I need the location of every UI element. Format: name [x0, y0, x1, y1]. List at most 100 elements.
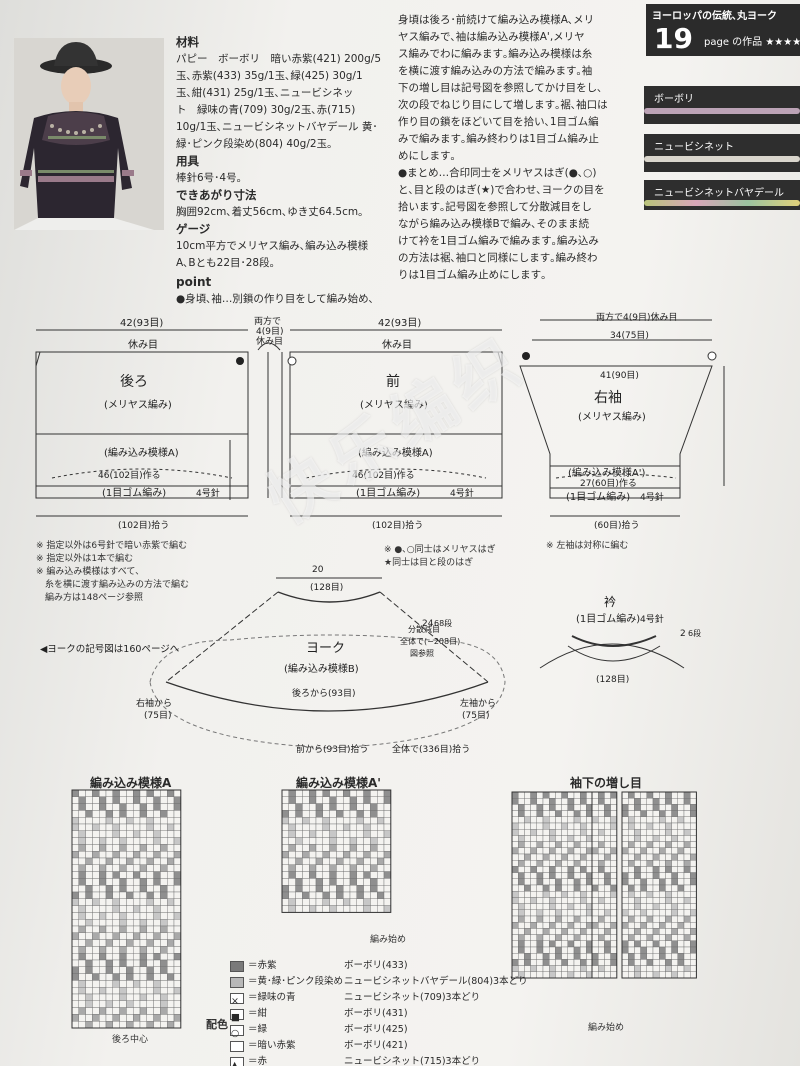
- chart-cell: [363, 844, 371, 852]
- chart-cell: [591, 798, 599, 805]
- chart-cell: [383, 810, 392, 818]
- chart-cell: [322, 878, 330, 886]
- chart-cell: [580, 971, 587, 979]
- chart-cell: [336, 823, 344, 832]
- chart-cell: [370, 830, 378, 838]
- chart-cell: [542, 810, 550, 817]
- chart-cell: [634, 909, 641, 917]
- chart-cell: [173, 864, 182, 872]
- chart-cell: [166, 857, 175, 866]
- chart-cell: [160, 1021, 168, 1029]
- chart-cell: [598, 891, 605, 898]
- chart-cell: [85, 871, 93, 879]
- instruction-line: と､目と段のはぎ(★)で合わせ､ヨークの目を: [398, 184, 605, 196]
- chart-cell: [71, 925, 80, 934]
- chart-cell: [92, 966, 100, 974]
- chart-cell: [604, 878, 611, 886]
- chart-cell: [146, 796, 154, 804]
- instruction-line: 身頃は後ろ･前続けて編み込み模様A､メリ: [398, 14, 595, 26]
- chart-cell: [677, 853, 685, 861]
- chart-cell: [146, 857, 154, 866]
- legend-name: ＝赤紫: [248, 960, 277, 971]
- collar-needle: 4号針: [640, 613, 664, 625]
- chart-cell: [119, 919, 127, 927]
- chart-cell: [139, 891, 148, 900]
- chart-cell: [71, 905, 80, 913]
- chart-cell: [610, 922, 617, 929]
- chart-cell: [518, 915, 525, 923]
- chart-cell: [610, 853, 617, 861]
- chart-cell: [139, 980, 148, 988]
- chart-cell: [683, 940, 691, 948]
- chart-cell: [555, 971, 562, 979]
- chart-cell: [126, 993, 134, 1002]
- chart-cell: [621, 816, 629, 824]
- chart-cell: [336, 857, 344, 866]
- chart-cell: [677, 909, 685, 917]
- chart-cell: [511, 798, 519, 805]
- chart-cell: [530, 959, 537, 966]
- chart-cell: [598, 915, 605, 923]
- chart-cell: [112, 844, 120, 852]
- chart-cell: [336, 810, 344, 818]
- chart-cell: [598, 822, 605, 830]
- chart-cell: [580, 847, 587, 855]
- chart-cell: [315, 885, 324, 893]
- chart-cell: [92, 871, 100, 879]
- chart-cell: [580, 903, 587, 910]
- chart-cell: [573, 798, 581, 805]
- chart-cell: [78, 871, 86, 879]
- chart-cell: [652, 971, 660, 979]
- chart-cell: [173, 810, 182, 818]
- chart-cell: [683, 829, 691, 836]
- chart-cell: [640, 866, 647, 873]
- chart-cell: [377, 844, 385, 852]
- chart-cell: [160, 959, 168, 968]
- chart-cell: [671, 953, 678, 960]
- chart-cell: [640, 953, 647, 960]
- chart-cell: [621, 928, 629, 935]
- chart-cell: [166, 919, 175, 927]
- chart-cell: [349, 864, 358, 872]
- chart-cell: [356, 789, 364, 798]
- chart-cell: [153, 946, 161, 954]
- chart-cell: [71, 837, 80, 845]
- chart-cell: [126, 1014, 134, 1022]
- chart-cell: [92, 796, 100, 804]
- chart-cell: [621, 829, 629, 836]
- materials-line: ト 緑味の青(709) 30g/2玉､赤(715): [176, 104, 356, 116]
- chart-cell: [665, 897, 672, 904]
- chart-cell: [628, 798, 635, 805]
- instruction-line: 作り目の鎖をほどいて目を拾い､1目ゴム編: [398, 116, 599, 128]
- chart-cell: [126, 898, 134, 906]
- legend-yarn: ボーボリ(433): [344, 960, 408, 971]
- chart-cell: [567, 798, 575, 805]
- chart-cell: [683, 884, 691, 892]
- chart-cell: [139, 946, 148, 954]
- back-rib: (1目ゴム編み): [102, 486, 166, 499]
- chart-cell: [659, 798, 666, 805]
- chart-cell: [591, 791, 599, 799]
- chart-cell: [555, 878, 562, 886]
- chart-cell: [549, 816, 556, 824]
- chart-cell: [153, 1000, 161, 1008]
- chart-cell: [604, 959, 611, 966]
- chart-cell: [573, 909, 581, 917]
- yoke-depth: 24: [422, 619, 434, 629]
- chart-cell: [132, 830, 141, 838]
- instruction-line: 拾います｡記号図を参照して分散減目をし: [398, 201, 592, 213]
- chart-cell: [573, 853, 581, 861]
- chart-cell: [555, 891, 562, 898]
- chart-cell: [363, 905, 371, 913]
- chart-cell: [85, 810, 93, 818]
- chart-cell: [160, 878, 168, 886]
- chart-cell: [98, 932, 107, 940]
- chart-cell: [377, 898, 385, 906]
- chart-cell: [295, 885, 303, 893]
- chart-cell: [98, 851, 107, 859]
- chart-inc-title: 袖下の増し目: [570, 776, 643, 790]
- chart-cell: [659, 847, 666, 855]
- chart-cell: [146, 837, 154, 845]
- chart-cell: [153, 817, 161, 825]
- chart-cell: [524, 884, 531, 892]
